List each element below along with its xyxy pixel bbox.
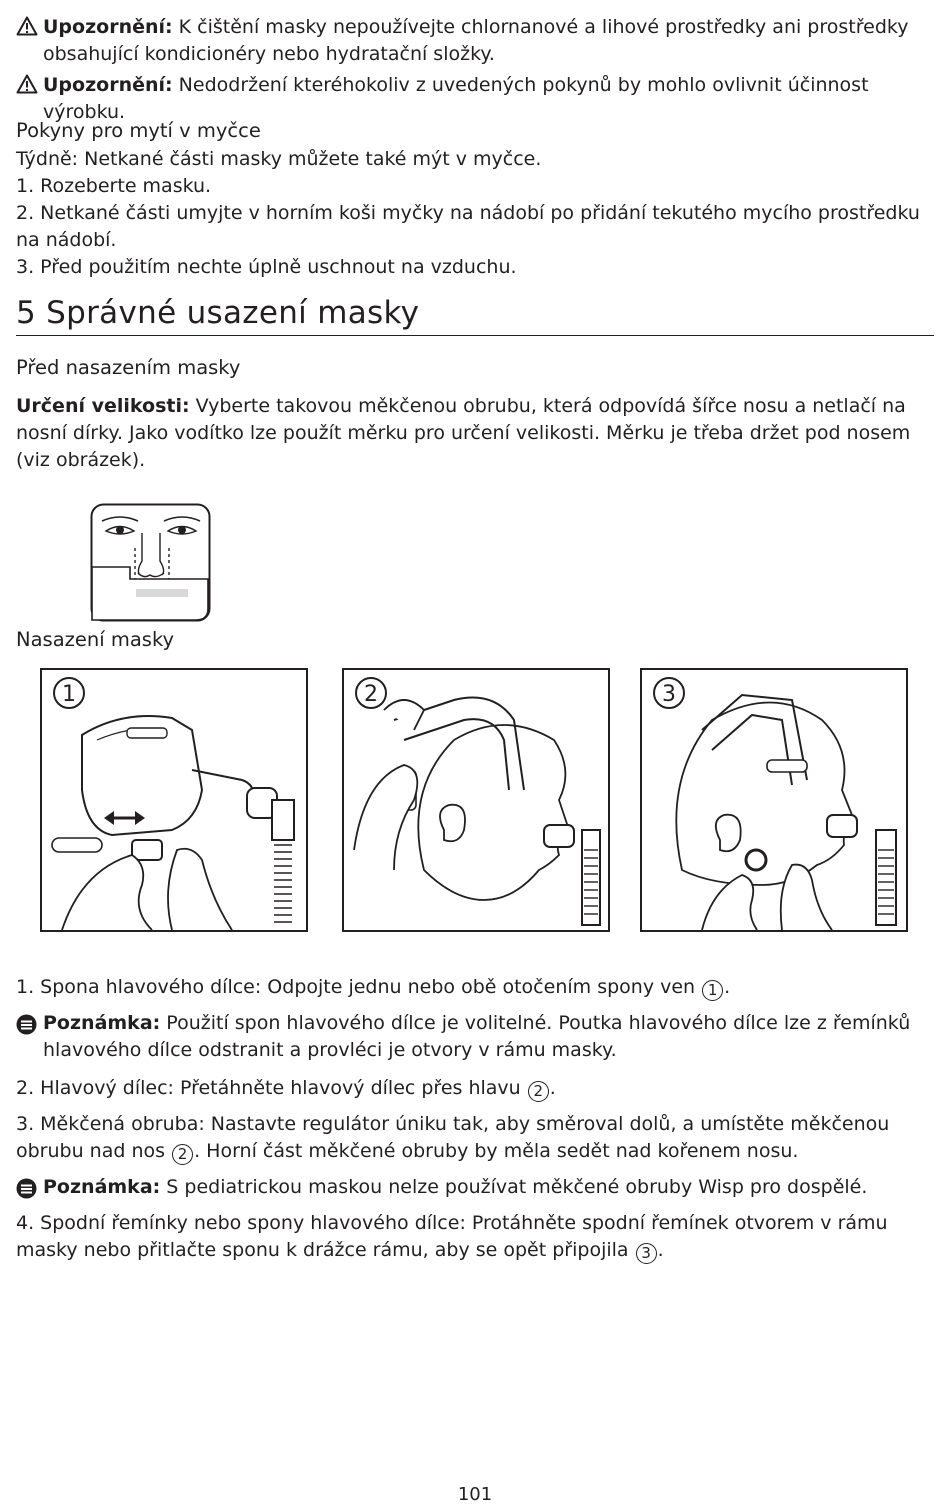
instruction-text: 1. Spona hlavového dílce: Odpojte jednu … — [16, 976, 702, 998]
instruction-4: 4. Spodní řemínky nebo spony hlavového d… — [16, 1210, 934, 1264]
note-block-2: Poznámka: S pediatrickou maskou nelze po… — [16, 1174, 934, 1201]
instruction-text-end: . — [657, 1239, 664, 1261]
figure-panel-3: 3 — [640, 668, 908, 932]
note-text: Použití spon hlavového dílce je voliteln… — [43, 1012, 911, 1061]
sizing-gauge-illustration — [90, 503, 212, 623]
instruction-2: 2. Hlavový dílec: Přetáhněte hlavový díl… — [16, 1075, 934, 1102]
instruction-1: 1. Spona hlavového dílce: Odpojte jednu … — [16, 974, 934, 1001]
note-icon — [16, 1178, 37, 1199]
sizing-paragraph: Určení velikosti: Vyberte takovou měkčen… — [16, 393, 934, 474]
fitting-heading: Nasazení masky — [16, 628, 175, 651]
note-icon — [16, 1014, 37, 1035]
figure-label-1: 1 — [62, 682, 76, 707]
warning-text: K čištění masky nepoužívejte chlornanové… — [43, 16, 909, 65]
warning-block-1: Upozornění: K čištění masky nepoužívejte… — [16, 14, 934, 68]
figure-ref-3: 3 — [635, 1243, 657, 1264]
figure-ref-2: 2 — [527, 1081, 549, 1102]
warning-label: Upozornění: — [43, 74, 173, 96]
dishwasher-step-2: 2. Netkané části umyjte v horním koši my… — [16, 202, 920, 251]
sizing-text: Vyberte takovou měkčenou obrubu, která o… — [16, 395, 911, 471]
instruction-text: 4. Spodní řemínky nebo spony hlavového d… — [16, 1212, 888, 1261]
page-number: 101 — [457, 1484, 493, 1505]
warning-icon — [16, 74, 38, 94]
section-title: 5 Správné usazení masky — [16, 293, 934, 336]
instruction-text-end: . — [724, 976, 731, 998]
instruction-text: 2. Hlavový dílec: Přetáhněte hlavový díl… — [16, 1077, 527, 1099]
dishwasher-step-3: 3. Před použitím nechte úplně uschnout n… — [16, 256, 517, 278]
note-block-1: Poznámka: Použití spon hlavového dílce j… — [16, 1010, 934, 1064]
warning-label: Upozornění: — [43, 16, 173, 38]
figure-ref-2: 2 — [172, 1144, 194, 1165]
figure-ref-1: 1 — [702, 980, 724, 1001]
dishwasher-heading: Pokyny pro mytí v myčce — [16, 119, 261, 142]
warning-icon — [16, 16, 38, 36]
weekly-text: Týdně: Netkané části masky můžete také m… — [16, 148, 542, 170]
note-label: Poznámka: — [43, 1012, 161, 1034]
instruction-3: 3. Měkčená obruba: Nastavte regulátor ún… — [16, 1111, 934, 1165]
figure-label-2: 2 — [364, 682, 378, 707]
figure-label-3: 3 — [662, 682, 676, 707]
instruction-text-end: . Horní část měkčené obruby by měla sedě… — [194, 1140, 799, 1162]
warning-block-2: Upozornění: Nedodržení kteréhokoliv z uv… — [16, 72, 934, 126]
figure-panel-1: 1 — [40, 668, 308, 932]
warning-text: Nedodržení kteréhokoliv z uvedených poky… — [43, 74, 869, 123]
instruction-text-end: . — [549, 1077, 556, 1099]
sizing-label: Určení velikosti: — [16, 395, 190, 417]
dishwasher-step-1: 1. Rozeberte masku. — [16, 175, 212, 197]
note-text: S pediatrickou maskou nelze používat měk… — [160, 1176, 868, 1198]
instruction-text: 3. Měkčená obruba: Nastavte regulátor ún… — [16, 1113, 890, 1162]
note-label: Poznámka: — [43, 1176, 161, 1198]
before-heading: Před nasazením masky — [16, 356, 241, 379]
figure-panel-2: 2 — [342, 668, 610, 932]
